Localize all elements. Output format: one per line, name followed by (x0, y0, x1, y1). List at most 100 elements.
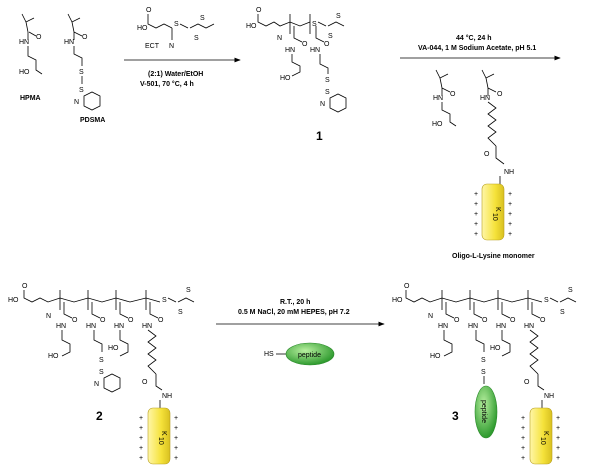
svg-text:HN: HN (310, 47, 320, 54)
svg-text:O: O (484, 151, 490, 158)
compound-2-label: 2 (96, 409, 103, 423)
svg-text:O: O (454, 317, 460, 324)
compound-1-label: 1 (316, 129, 323, 143)
svg-text:+: + (174, 425, 178, 432)
step1-conditions: V-501, 70 °C, 4 h (140, 80, 194, 88)
svg-text:NH: NH (162, 393, 172, 400)
svg-text:+: + (474, 221, 478, 228)
svg-text:S: S (560, 309, 565, 316)
svg-text:+: + (521, 435, 525, 442)
svg-text:+: + (521, 445, 525, 452)
svg-text:NH: NH (504, 169, 514, 176)
peptide-conjugated-label: peptide (480, 400, 487, 423)
svg-text:O: O (324, 41, 330, 48)
svg-text:HN: HN (285, 47, 295, 54)
svg-text:+: + (174, 415, 178, 422)
svg-text:N: N (320, 101, 325, 108)
svg-text:O: O (36, 34, 42, 41)
svg-text:HO: HO (430, 353, 441, 360)
svg-text:HO: HO (392, 297, 403, 304)
svg-text:N: N (46, 313, 51, 320)
svg-text:HN: HN (480, 95, 490, 102)
svg-text:O: O (82, 34, 88, 41)
svg-text:O: O (128, 317, 134, 324)
svg-text:+: + (474, 201, 478, 208)
step2-line2: 44 °C, 24 h (456, 34, 491, 42)
svg-text:+: + (508, 211, 512, 218)
compound-2-structure: O HO S S S N O HN HO O HN S S N O HN HO … (8, 283, 195, 465)
svg-text:S: S (328, 33, 333, 40)
svg-text:HN: HN (19, 39, 29, 46)
svg-text:K: K (160, 431, 167, 436)
step3-line1: 0.5 M NaCl, 20 mM HEPES, pH 7.2 (238, 309, 350, 316)
svg-text:HO: HO (490, 345, 501, 352)
svg-text:+: + (139, 425, 143, 432)
thiol-label: HS (264, 351, 274, 358)
svg-text:S: S (336, 13, 341, 20)
svg-text:HO: HO (137, 25, 148, 32)
ect-label: ECT (145, 43, 160, 50)
svg-text:+: + (556, 455, 560, 462)
svg-text:10: 10 (491, 213, 498, 221)
svg-text:+: + (556, 435, 560, 442)
svg-text:HN: HN (86, 323, 96, 330)
svg-text:+: + (521, 455, 525, 462)
svg-text:S: S (162, 297, 167, 304)
svg-text:N: N (169, 43, 174, 50)
svg-text:+: + (139, 455, 143, 462)
svg-text:HO: HO (48, 353, 59, 360)
svg-text:K: K (494, 207, 501, 212)
hpma-structure: O HN HO HPMA (19, 13, 43, 102)
svg-text:HN: HN (56, 323, 66, 330)
svg-text:O: O (100, 317, 106, 324)
svg-text:S: S (99, 357, 104, 364)
svg-text:+: + (556, 415, 560, 422)
svg-text:HO: HO (8, 297, 19, 304)
svg-text:O: O (524, 379, 530, 386)
step1-solvent: (2:1) Water/EtOH (148, 71, 203, 78)
svg-text:O: O (146, 7, 152, 14)
svg-text:N: N (428, 313, 433, 320)
svg-text:+: + (508, 191, 512, 198)
step2-line1: VA-044, 1 M Sodium Acetate, pH 5.1 (418, 45, 536, 52)
svg-text:HN: HN (468, 323, 478, 330)
svg-text:HN: HN (433, 95, 443, 102)
oligo-lysine-monomer: O HN O NH K 10 + + + + + + + + + + Oligo… (452, 69, 535, 260)
svg-text:HN: HN (524, 323, 534, 330)
svg-text:HO: HO (246, 23, 257, 30)
svg-text:S: S (79, 87, 84, 94)
svg-text:N: N (94, 381, 99, 388)
lysine-block-2 (147, 407, 171, 465)
peptide-reagent (285, 342, 335, 366)
svg-text:+: + (174, 435, 178, 442)
svg-text:HO: HO (19, 69, 30, 76)
ect-structure: O HO S S S N ECT (137, 7, 215, 50)
hpma-comonomer: O HN HO (432, 69, 457, 128)
svg-text:S: S (174, 21, 179, 28)
svg-text:N: N (74, 99, 79, 106)
svg-text:HN: HN (64, 39, 74, 46)
svg-text:S: S (481, 357, 486, 364)
svg-text:O: O (256, 7, 262, 14)
compound-3-structure: O HO S S S N O HN HO O HN S S peptide O … (392, 283, 577, 465)
svg-text:O: O (158, 317, 164, 324)
pdsma-structure: O HN S S N PDSMA (64, 13, 105, 124)
svg-text:HO: HO (280, 75, 291, 82)
svg-text:S: S (325, 77, 330, 84)
oligo-lysine-caption: Oligo-L-Lysine monomer (452, 253, 535, 260)
svg-text:HN: HN (114, 323, 124, 330)
compound-3-label: 3 (452, 409, 459, 423)
step3-line2: R.T., 20 h (280, 299, 310, 306)
svg-text:S: S (325, 89, 330, 96)
svg-text:HN: HN (142, 323, 152, 330)
svg-text:O: O (482, 317, 488, 324)
svg-text:O: O (540, 317, 546, 324)
svg-text:O: O (72, 317, 78, 324)
svg-text:10: 10 (157, 437, 164, 445)
peptide-conjugated (474, 385, 498, 439)
svg-text:+: + (521, 415, 525, 422)
peptide-reagent-label: peptide (298, 352, 321, 359)
svg-text:O: O (302, 41, 308, 48)
svg-text:S: S (481, 369, 486, 376)
